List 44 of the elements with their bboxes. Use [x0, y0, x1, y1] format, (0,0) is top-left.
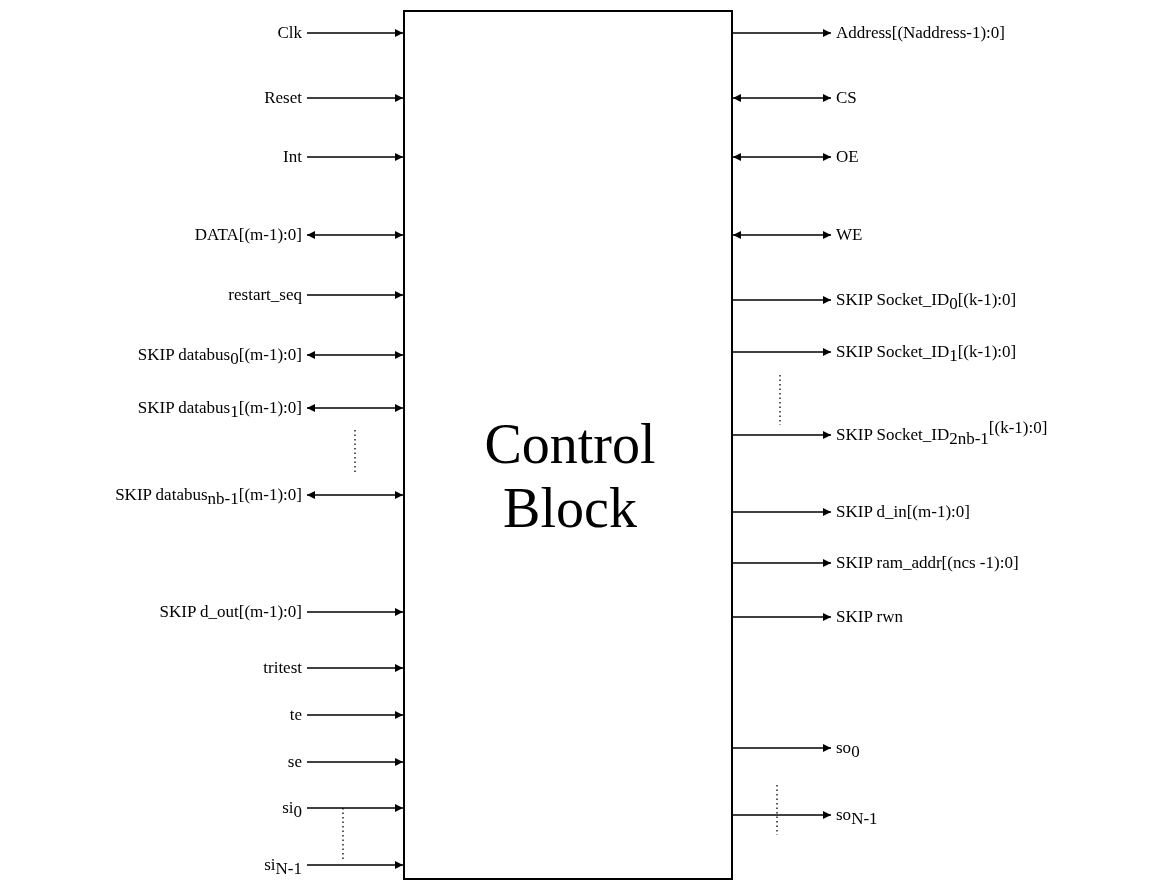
- arrow: [306, 758, 404, 766]
- signal-name: SKIP ram_addr[(ncs -1):0]: [836, 552, 1019, 574]
- arrow: [732, 94, 832, 102]
- signal-name: Clk: [277, 22, 302, 44]
- block-title: Control Block: [483, 412, 657, 540]
- signal-name: tritest: [263, 657, 302, 679]
- arrow: [732, 508, 832, 516]
- arrow: [306, 608, 404, 616]
- arrow: [306, 804, 404, 812]
- arrow: [306, 491, 404, 499]
- arrow: [732, 153, 832, 161]
- arrow: [306, 861, 404, 869]
- arrow: [732, 744, 832, 752]
- arrow: [306, 291, 404, 299]
- arrow: [732, 559, 832, 567]
- arrow: [732, 811, 832, 819]
- signal-name: se: [287, 751, 302, 773]
- arrow: [306, 664, 404, 672]
- signal-name: DATA[(m-1):0]: [194, 224, 302, 246]
- signal-name: OE: [836, 146, 859, 168]
- arrow: [732, 348, 832, 356]
- signal-name: SKIP rwn: [836, 606, 903, 628]
- arrow: [306, 351, 404, 359]
- arrow: [732, 296, 832, 304]
- signal-name: Address[(Naddress-1):0]: [836, 22, 1005, 44]
- arrow: [732, 431, 832, 439]
- arrow: [732, 231, 832, 239]
- arrow: [306, 29, 404, 37]
- arrow: [732, 613, 832, 621]
- signal-name: SKIP d_in[(m-1):0]: [836, 501, 970, 523]
- arrow: [732, 29, 832, 37]
- signal-name: te: [289, 704, 302, 726]
- signal-name: Reset: [264, 87, 302, 109]
- control-block-box: [403, 10, 733, 880]
- arrow: [306, 231, 404, 239]
- arrow: [306, 404, 404, 412]
- signal-name: SKIP d_out[(m-1):0]: [159, 601, 302, 623]
- signal-name: restart_seq: [228, 284, 302, 306]
- arrow: [306, 153, 404, 161]
- signal-name: CS: [836, 87, 857, 109]
- arrow: [306, 94, 404, 102]
- arrow: [306, 711, 404, 719]
- signal-name: Int: [283, 146, 302, 168]
- signal-name: WE: [836, 224, 863, 246]
